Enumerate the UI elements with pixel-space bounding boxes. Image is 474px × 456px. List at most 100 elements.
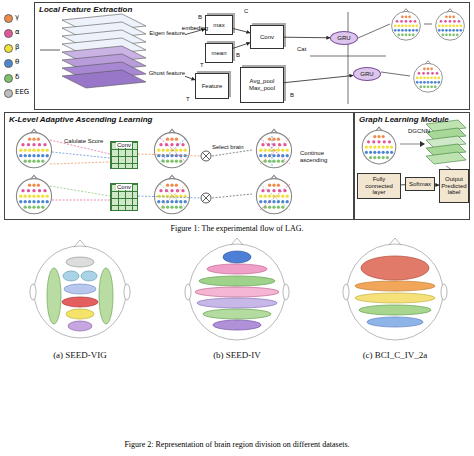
- illustration-ellipse: [64, 284, 96, 294]
- feature-stack-box: Eigen featureGhost feature: [55, 13, 185, 93]
- illustration-line: [52, 152, 110, 158]
- illustration-ellipse: [47, 268, 61, 324]
- illustration-line: [50, 162, 110, 164]
- illustration-ellipse: [355, 293, 435, 303]
- illustration-line: [260, 138, 290, 164]
- text-label: Softmax: [409, 181, 431, 188]
- text-label: EEG: [15, 88, 29, 96]
- text-label: Graph Learning Module: [359, 115, 449, 124]
- illustration-line: [272, 136, 273, 166]
- text-label: Local Feature Extraction: [39, 5, 132, 14]
- illustration-ellipse: [99, 268, 113, 324]
- text-label: θ: [15, 58, 19, 66]
- text-label: GRU: [337, 35, 350, 41]
- text-label: embeding: [182, 25, 208, 31]
- gru-unit: GRU: [330, 31, 358, 45]
- brain-region-map: [343, 238, 447, 340]
- illustration-ellipse: [203, 309, 271, 319]
- text-label: Fully connected layer: [359, 176, 399, 196]
- legend-swatch: [4, 44, 13, 53]
- illustration-ellipse: [30, 284, 36, 300]
- feature-stack: [40, 14, 146, 88]
- text-label: B: [290, 92, 294, 99]
- illustration-line: [348, 12, 349, 104]
- illustration-ellipse: [185, 284, 191, 300]
- illustration-line: [260, 184, 290, 210]
- head-map: (c) BCI_C_IV_2a: [338, 240, 452, 360]
- illustration-line: [160, 184, 186, 208]
- process-box: Fully connected layer: [357, 173, 401, 199]
- illustration-circle: [34, 246, 126, 338]
- tensor-block: Feature: [195, 73, 229, 99]
- illustration-use: [436, 9, 465, 41]
- illustration-line: [310, 56, 386, 57]
- head-map: (a) SEED-VIG: [25, 240, 135, 360]
- text-label: Conv: [116, 142, 132, 148]
- illustration-line: [138, 196, 200, 198]
- text-label: max: [213, 22, 224, 29]
- illustration-use: [16, 129, 51, 168]
- process-box: Output Predicted label: [439, 169, 469, 203]
- illustration-ellipse: [66, 309, 94, 319]
- illustration-line: [424, 24, 432, 25]
- flow-arrow: [185, 76, 195, 80]
- illustration-path: [420, 141, 425, 147]
- text-label: T: [186, 96, 190, 103]
- tensor-block: Conv: [250, 25, 284, 49]
- text-label: β: [15, 43, 19, 51]
- text-label: γ: [15, 13, 19, 21]
- illustration-line: [358, 24, 390, 38]
- gru-unit: GRU: [353, 67, 381, 81]
- illustration-line: [212, 150, 252, 156]
- text-label: (c) BCI_C_IV_2a: [363, 350, 428, 360]
- illustration-polygon: [426, 152, 466, 164]
- illustration-path: [389, 238, 401, 245]
- illustration-line: [260, 184, 290, 210]
- illustration-circle: [201, 151, 211, 161]
- tensor-block: Avg_poolMax_pool: [240, 67, 284, 103]
- text-label: δ: [15, 73, 19, 81]
- conv-grid: Conv: [110, 141, 138, 169]
- illustration-polygon: [62, 70, 146, 88]
- text-label: DGCNN: [408, 128, 430, 135]
- illustration-line: [160, 184, 186, 208]
- tensor-block: mean: [205, 43, 233, 63]
- tensor-block: max: [205, 15, 233, 35]
- illustration-ellipse: [223, 251, 251, 263]
- illustration-line: [40, 50, 60, 51]
- illustration-ellipse: [283, 284, 289, 300]
- illustration-line: [381, 72, 410, 76]
- illustration-circle: [201, 193, 211, 203]
- text-label: Calulate Score: [64, 138, 104, 145]
- illustration-path: [231, 238, 243, 245]
- text-label: Conv: [116, 184, 132, 190]
- illustration-ellipse: [355, 281, 435, 291]
- illustration-ellipse: [66, 257, 94, 267]
- text-label: T: [200, 62, 204, 69]
- illustration-use: [414, 61, 443, 92]
- illustration-circle: [347, 244, 443, 340]
- illustration-ellipse: [197, 298, 277, 308]
- text-label: GRU: [360, 71, 373, 77]
- illustration-circle: [189, 244, 285, 340]
- illustration-use: [154, 175, 189, 214]
- illustration-line: [203, 195, 210, 202]
- illustration-ellipse: [124, 284, 130, 300]
- text-label: Eigen feature: [149, 30, 185, 36]
- brain-region-map: [30, 240, 130, 338]
- illustration-line: [212, 194, 252, 198]
- illustration-line: [160, 138, 186, 162]
- illustration-ellipse: [195, 287, 279, 297]
- text-label: Avg_pool: [250, 78, 275, 85]
- text-label: Max_pool: [249, 85, 275, 92]
- illustration-path: [74, 240, 86, 247]
- text-label: Figure 2: Representation of brain region…: [0, 440, 474, 449]
- legend-swatch: [4, 89, 13, 98]
- illustration-ellipse: [441, 284, 447, 300]
- text-label: Conv: [260, 34, 274, 41]
- illustration-ellipse: [367, 317, 423, 327]
- legend-swatch: [4, 74, 13, 83]
- illustration-ellipse: [81, 271, 97, 281]
- process-box: Softmax: [405, 177, 435, 191]
